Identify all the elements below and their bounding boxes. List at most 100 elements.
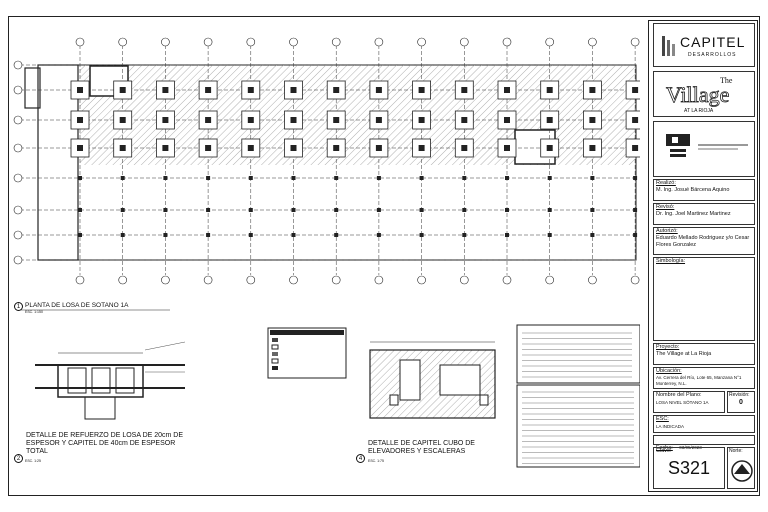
grid-bubble-bottom <box>588 275 597 285</box>
reviso-value: Dr. Ing. Joel Martinez Martinez <box>656 211 731 217</box>
column <box>589 145 596 151</box>
grid-bubble-side <box>13 143 23 153</box>
column <box>248 208 253 212</box>
column <box>291 233 296 237</box>
column <box>632 117 639 123</box>
grid-bubble-bottom <box>203 275 213 285</box>
grid-bubble-side <box>13 205 23 215</box>
realizo-label: Realizó: <box>656 180 676 186</box>
column <box>162 87 169 93</box>
fecha-label: Fecha: <box>656 445 673 451</box>
drawing-area <box>13 37 640 468</box>
column <box>375 87 382 93</box>
general-notes <box>516 324 640 468</box>
column <box>290 87 297 93</box>
column <box>462 233 467 237</box>
column <box>334 176 339 180</box>
column <box>547 208 552 212</box>
simbologia-box: Simbología: <box>653 257 755 341</box>
proyecto-value: The Village at La Rioja <box>656 351 712 357</box>
escala-label: ESC: <box>656 416 669 422</box>
column <box>376 176 381 180</box>
detail-2-number-bubble: 2 <box>14 454 23 463</box>
project-logo-box: The Village AT LA RIOJA <box>653 71 755 117</box>
nombre-plano-value: LOSA NIVEL SÓTANO 1A <box>656 400 709 405</box>
column <box>333 117 340 123</box>
column <box>589 87 596 93</box>
revision-label: Revisión: <box>729 392 750 398</box>
column <box>632 145 639 151</box>
column <box>334 233 339 237</box>
grid-bubble-top <box>630 37 640 47</box>
grid-bubble-top <box>289 37 298 47</box>
ubicacion-value: Av. Cerrera del Río, Lote 65, Manzana N°… <box>656 375 742 386</box>
plan-number-bubble: 1 <box>14 302 23 311</box>
column <box>633 208 638 212</box>
column <box>590 176 595 180</box>
clave-value: S321 <box>667 458 711 478</box>
column <box>247 87 254 93</box>
grid-bubble-top <box>331 37 341 47</box>
column <box>78 233 82 237</box>
column <box>119 117 126 123</box>
column <box>589 117 596 123</box>
column <box>247 117 254 123</box>
column <box>546 145 553 151</box>
column <box>163 176 168 180</box>
column <box>205 145 212 151</box>
autorizo-box: Autorizó: Eduardo Mellado Rodriguez y/o … <box>653 227 755 255</box>
column <box>461 87 468 93</box>
firm-logo-box <box>653 121 755 177</box>
north-arrow-icon <box>731 460 753 482</box>
capitel-logo-text: CAPITEL <box>680 34 746 50</box>
column <box>334 208 339 212</box>
grid-bubble-bottom <box>545 275 555 285</box>
column <box>78 176 82 180</box>
proyecto-label: Proyecto: <box>656 344 680 350</box>
column <box>419 176 424 180</box>
column <box>77 117 83 123</box>
column <box>163 233 168 237</box>
column <box>462 176 467 180</box>
column <box>546 117 553 123</box>
grid-bubble-top <box>374 37 384 47</box>
column <box>418 117 425 123</box>
column <box>418 87 425 93</box>
column <box>120 233 125 237</box>
column <box>290 145 297 151</box>
project-logo-main: Village <box>666 82 730 108</box>
column <box>547 233 552 237</box>
clave-box: Clave: S321 <box>653 447 725 489</box>
grid-bubble-side <box>13 60 23 70</box>
slab-legend <box>267 327 347 379</box>
grid-bubble-side <box>13 230 23 240</box>
grid-bubble-bottom <box>246 275 256 285</box>
column <box>78 208 82 212</box>
column <box>120 176 125 180</box>
capitel-logo-box: CAPITEL DESARROLLOS <box>653 23 755 67</box>
capitel-logo-icon <box>662 36 675 56</box>
column <box>505 208 509 212</box>
drawing-sheet-border <box>8 16 760 496</box>
fecha-box: Fecha: 03/05/2023 <box>653 435 755 451</box>
grid-bubble-bottom <box>374 275 384 285</box>
column <box>632 87 639 93</box>
reviso-box: Revisó: Dr. Ing. Joel Martinez Martinez <box>653 203 755 225</box>
column <box>375 117 382 123</box>
firm-logo-icon <box>666 134 690 157</box>
column <box>504 87 510 93</box>
project-logo-the: The <box>720 76 733 85</box>
detail-2-drawing <box>35 341 186 420</box>
grid-bubble-top <box>118 37 127 47</box>
column <box>206 208 211 212</box>
norte-box: Norte: <box>727 447 755 489</box>
column <box>162 117 169 123</box>
column <box>376 233 381 237</box>
column <box>376 208 381 212</box>
grid-bubble-side <box>13 173 23 183</box>
column <box>462 208 467 212</box>
autorizo-value: Eduardo Mellado Rodriguez y/o Cesar Flor… <box>656 235 750 248</box>
clave-label: Clave: <box>656 448 672 454</box>
ramp <box>24 67 41 109</box>
reviso-label: Revisó: <box>656 204 675 210</box>
